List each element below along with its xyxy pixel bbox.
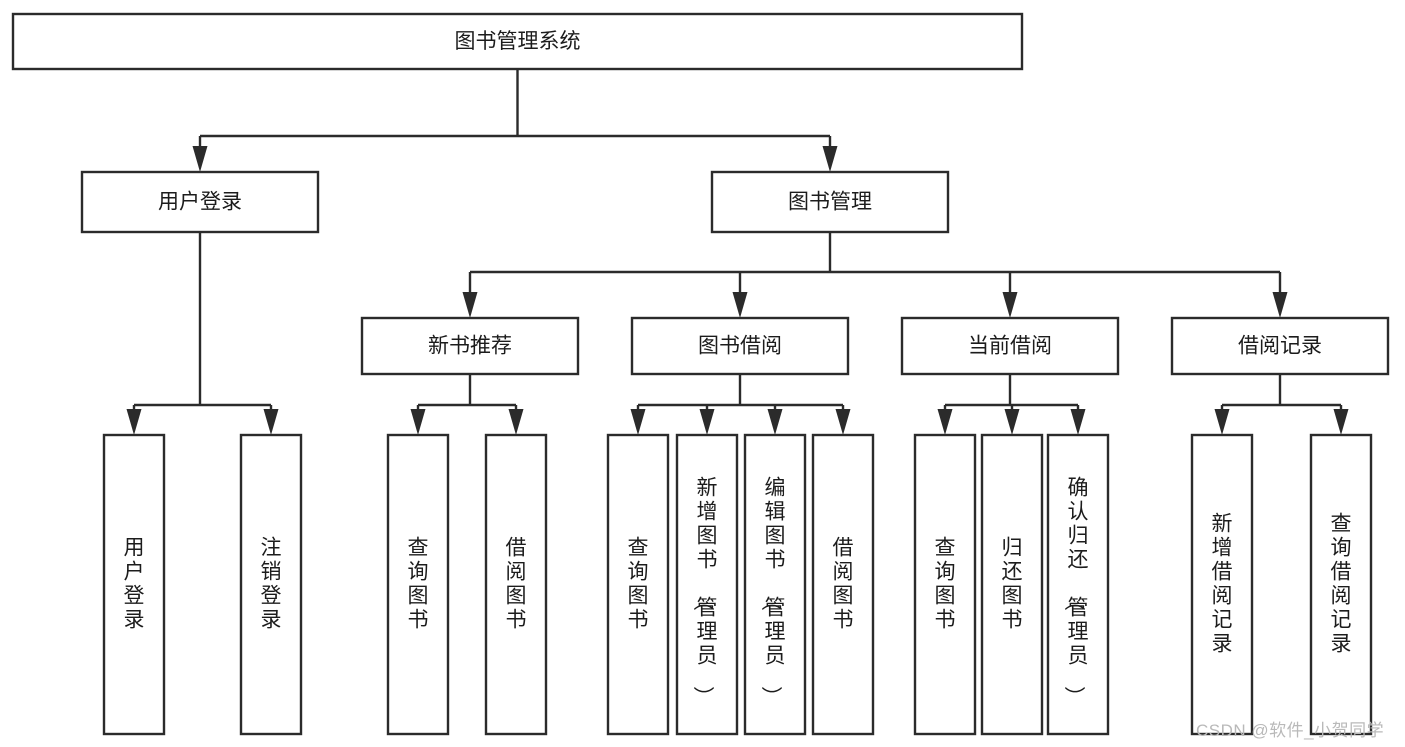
node-label: 借阅图书 [506,536,527,631]
node-label: 新增图书（管理员） [692,476,718,707]
connector-group [410,374,524,435]
node-new-book-rec[interactable]: 新书推荐 [360,316,580,376]
node-leaf-query-book-borrow[interactable]: 查询图书 [606,433,670,736]
node-label: 查询图书 [628,536,649,631]
node-label: 确认归还（管理员） [1063,476,1089,707]
connector-group [126,232,279,435]
node-user-login[interactable]: 用户登录 [80,170,320,234]
node-label: 新书推荐 [428,335,512,358]
node-label: 借阅记录 [1238,335,1322,358]
node-leaf-return-book[interactable]: 归还图书 [980,433,1044,736]
node-label: 查询图书 [935,536,956,631]
node-leaf-borrow-book-rec[interactable]: 借阅图书 [484,433,548,736]
node-label: 借阅图书 [833,536,854,631]
node-label: 用户登录 [124,536,145,631]
node-current-borrow[interactable]: 当前借阅 [900,316,1120,376]
csdn-watermark: CSDN @软件_小贺同学 [1196,721,1385,740]
node-leaf-query-book-cur[interactable]: 查询图书 [913,433,977,736]
node-label: 查询图书 [408,536,429,631]
node-leaf-edit-book[interactable]: 编辑图书（管理员） [743,433,807,736]
connector-group [462,232,1288,318]
node-label: 查询借阅记录 [1331,512,1352,655]
connector-group [192,69,838,172]
node-label: 归还图书 [1002,536,1023,631]
node-label: 图书管理系统 [455,30,581,53]
node-label: 注销登录 [261,536,282,631]
node-label: 当前借阅 [968,335,1052,358]
nodes-layer: 图书管理系统用户登录图书管理新书推荐图书借阅当前借阅借阅记录用户登录注销登录查询… [11,12,1390,736]
node-label: 用户登录 [158,191,242,214]
node-book-borrow[interactable]: 图书借阅 [630,316,850,376]
node-label: 图书管理 [788,191,872,214]
node-label: 图书借阅 [698,335,782,358]
connector-group [630,374,851,435]
node-leaf-confirm-return[interactable]: 确认归还（管理员） [1046,433,1110,736]
node-leaf-borrow-book[interactable]: 借阅图书 [811,433,875,736]
node-label: 编辑图书（管理员） [760,476,786,707]
node-label: 新增借阅记录 [1212,512,1233,655]
node-leaf-query-book-rec[interactable]: 查询图书 [386,433,450,736]
node-leaf-query-record[interactable]: 查询借阅记录 [1309,433,1373,736]
node-root[interactable]: 图书管理系统 [11,12,1024,71]
node-leaf-logout[interactable]: 注销登录 [239,433,303,736]
node-leaf-user-login[interactable]: 用户登录 [102,433,166,736]
node-leaf-add-book[interactable]: 新增图书（管理员） [675,433,739,736]
node-borrow-record[interactable]: 借阅记录 [1170,316,1390,376]
connectors-layer [126,69,1349,435]
node-leaf-add-record[interactable]: 新增借阅记录 [1190,433,1254,736]
connector-group [1214,374,1349,435]
node-book-manage[interactable]: 图书管理 [710,170,950,234]
connector-group [937,374,1086,435]
